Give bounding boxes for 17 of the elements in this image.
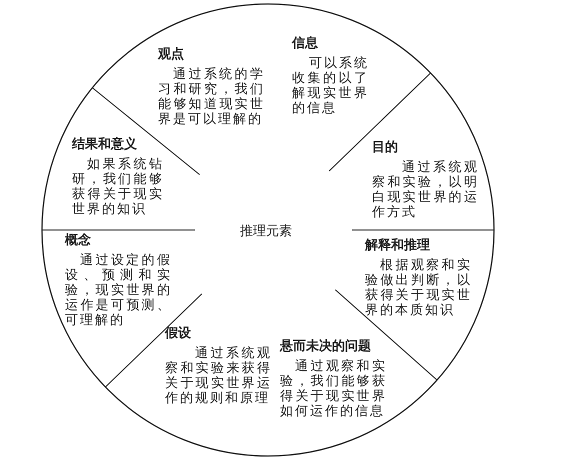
segment-heading: 信息 [292, 36, 319, 51]
segment-description: 通过系统观察和实验，以明白现实世界的运作方式 [372, 160, 479, 220]
segment-heading: 观点 [158, 47, 185, 62]
segment-description: 通过设定的假设、预测和实验，现实世界的运作是可预测、可理解的 [65, 253, 172, 328]
segment-description: 通过系统观察和实验来获得关于现实世界运作的规则和原理 [165, 346, 272, 406]
segment-description: 根据观察和实验做出判断，以获得关于现实世界的本质知识 [365, 258, 472, 318]
segment-description: 如果系统钻研，我们能够获得关于现实世界的知识 [72, 157, 164, 217]
segment-description: 可以系统收集的以了解现实世界的信息 [292, 56, 369, 116]
segment-description: 通过系统的学习和研究，我们能够知道现实世界是可以理解的 [158, 67, 265, 127]
segment-heading: 概念 [65, 233, 92, 248]
segment-heading: 假设 [165, 326, 192, 341]
segment-heading: 解释和推理 [365, 238, 431, 253]
segment-description: 通过观察和实验，我们能够获得关于现实世界如何运作的信息 [280, 359, 387, 419]
segment-heading: 目的 [372, 140, 399, 155]
center-title: 推理元素 [240, 223, 292, 240]
segment-heading: 悬而未决的问题 [280, 339, 372, 354]
segment-heading: 结果和意义 [72, 137, 138, 152]
